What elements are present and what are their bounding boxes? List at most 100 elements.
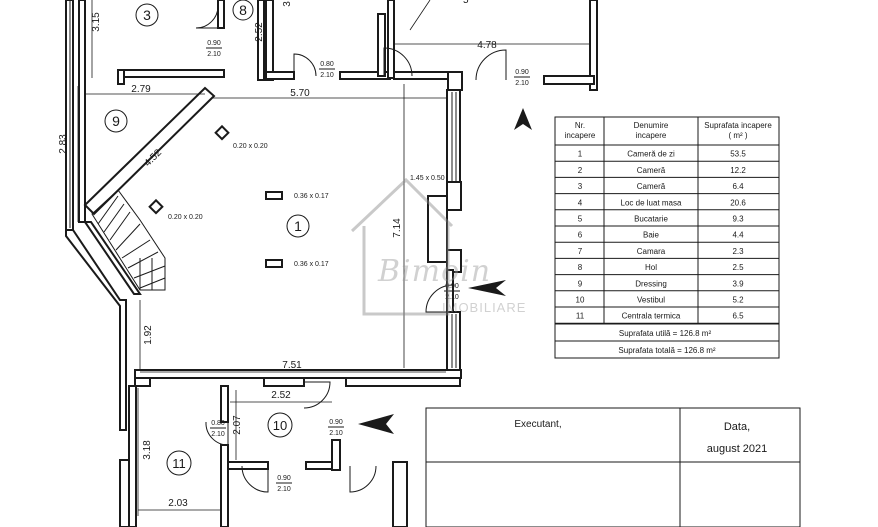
table-cell-nr: 7 [578, 247, 583, 256]
executant-label: Executant, [514, 419, 561, 430]
table-header-area: Suprafata incapere( m² ) [704, 121, 772, 140]
table-cell-area: 53.5 [730, 150, 746, 159]
table-cell-nr: 6 [578, 231, 583, 240]
dim-714: 7.14 [392, 218, 403, 238]
door-label-bottom: 2.10 [207, 51, 221, 58]
room-8-circle [232, 0, 254, 21]
table-cell-name: Baie [643, 231, 660, 240]
table-cell-nr: 4 [578, 198, 583, 207]
dim-279: 2.79 [131, 84, 151, 95]
door-label-bottom: 2.10 [445, 294, 459, 301]
door-label-top: 0.90 [515, 69, 529, 76]
windows [69, 0, 457, 368]
door-swing-top-right [475, 49, 507, 81]
table-cell-area: 2.5 [732, 263, 744, 272]
dim-315: 3.15 [91, 12, 102, 32]
arrow-up-icon [514, 108, 532, 130]
table-cell-name: Centrala termica [622, 312, 681, 321]
dim-252b: 2.52 [271, 390, 291, 401]
table-frame [554, 116, 780, 359]
door-label-bottom: 2.10 [329, 430, 343, 437]
room-11-number: 11 [172, 456, 186, 471]
wall-bottom-left [119, 459, 130, 527]
table-cell-area: 3.9 [732, 279, 744, 288]
door-label-top: 0.90 [329, 419, 343, 426]
watermark-name: Bimoin [378, 254, 492, 289]
door-label-top: 0.90 [207, 40, 221, 47]
door-swing-right [425, 284, 454, 313]
title-block: Executant, Data, august 2021 [425, 407, 801, 527]
table-cell-area: 12.2 [730, 166, 746, 175]
wall-top-right-b [543, 75, 595, 85]
door-swing-room-top [383, 47, 413, 77]
dim-207: 2.07 [232, 415, 243, 435]
door-swing-bottom-right [349, 465, 377, 493]
wall-room-top-sep-b [387, 0, 395, 79]
dim-318: 3.18 [142, 440, 153, 460]
door-label-bottom: 2.10 [211, 431, 225, 438]
door-label-top: 0.90 [445, 283, 459, 290]
room-1-circle [286, 214, 310, 238]
door-label-bottom: 2.10 [320, 72, 334, 79]
table-cell-area: 2.3 [732, 247, 744, 256]
door-swing-bottom [241, 465, 269, 493]
door-label-top: 0.90 [277, 475, 291, 482]
stair-tread [97, 195, 119, 225]
dim-252a: 2.52 [254, 22, 265, 42]
room-3-circle [135, 3, 159, 27]
fixture-label: 0.36 x 0.17 [294, 193, 329, 200]
fixture-square-2 [148, 198, 164, 215]
dimension-lines [77, 0, 590, 516]
dim-5-cut: 5 [463, 0, 469, 6]
wall-main-bottom-stub [134, 377, 151, 387]
dim-192: 1.92 [143, 325, 154, 345]
watermark: Bimoin IMOBILIARE [330, 170, 560, 340]
table-cell-area: 6.5 [732, 312, 744, 321]
wall-room9-top [117, 69, 225, 78]
table-cell-nr: 1 [578, 150, 583, 159]
stairs [91, 189, 166, 291]
watermark-sub: IMOBILIARE [442, 300, 527, 315]
stair-tread [109, 211, 131, 241]
wall-room11-right-a [220, 385, 229, 423]
room-10-number: 10 [273, 418, 287, 433]
room-1-number: 1 [294, 218, 302, 234]
table-cell-nr: 11 [576, 312, 585, 321]
table-cell-name: Loc de luat masa [621, 198, 682, 207]
stair-tread [133, 265, 166, 279]
dim-283: 2.83 [58, 134, 69, 154]
table-cell-name: Dressing [635, 279, 667, 288]
table-header-nr: Nr.incapere [565, 121, 596, 140]
table-cell-nr: 8 [578, 263, 583, 272]
fixture-label: 0.20 x 0.20 [233, 143, 268, 150]
table-cell-name: Bucatarie [634, 215, 668, 224]
wall-stair-slant [65, 229, 127, 431]
room-markers: 3 8 9 1 10 11 [104, 0, 310, 476]
table-cell-name: Cameră de zi [627, 150, 675, 159]
room-9-number: 9 [112, 113, 120, 129]
table-util-area: Suprafata utilă = 126.8 m² [619, 329, 712, 338]
table-cell-nr: 10 [576, 296, 585, 305]
table-cell-area: 4.4 [732, 231, 744, 240]
table-cell-name: Cameră [637, 166, 666, 175]
fixture-rect-2 [265, 259, 283, 268]
table-cell-nr: 3 [578, 182, 583, 191]
wall-lower-right [392, 461, 408, 527]
room-9-circle [104, 109, 128, 133]
dim-478: 4.78 [477, 40, 497, 51]
date-label: Data, [724, 421, 750, 433]
fixture-labels: 0.20 x 0.20 0.20 x 0.20 0.36 x 0.17 0.36… [168, 143, 445, 268]
wall-room11-right-b [220, 444, 229, 527]
fixture-square-1 [214, 124, 230, 141]
wall-main-bottom-c [345, 377, 461, 387]
date-value: august 2021 [707, 443, 768, 455]
wall-room9-top-stub [117, 69, 125, 85]
stair-tread [115, 223, 141, 251]
dim-line-diag-top [409, 0, 431, 31]
door-labels: 0.90 2.10 0.80 2.10 0.90 2.10 0.90 2.10 … [206, 40, 530, 493]
room-10-circle [267, 412, 293, 438]
